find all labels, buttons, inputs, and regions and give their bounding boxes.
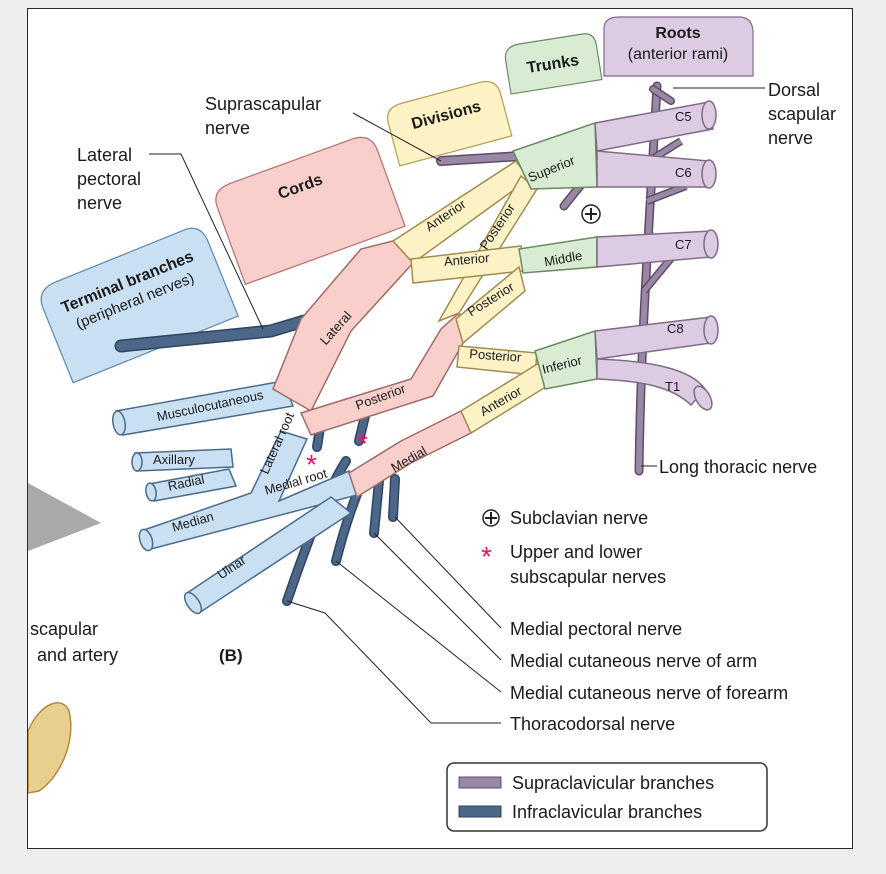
long-thoracic-label: Long thoracic nerve [659, 457, 817, 477]
subscapular-line2: subscapular nerves [510, 567, 666, 587]
root-c8 [594, 316, 712, 360]
trunk-label-middle: Middle [543, 248, 583, 269]
trunks-header: Trunks [504, 33, 603, 95]
superior-trunk [511, 121, 598, 190]
root-t1 [596, 358, 706, 407]
cords [272, 240, 472, 499]
divisions-header: Divisions [387, 80, 513, 167]
medial-pectoral-label: Medial pectoral nerve [510, 619, 682, 639]
lateral-pectoral-line2: pectoral [77, 169, 141, 189]
legend: Supraclavicular branches Infraclavicular… [446, 762, 768, 832]
fragment-line2: and artery [37, 645, 118, 665]
legend-infra-label: Infraclavicular branches [512, 802, 702, 822]
subscapular-line1: Upper and lower [510, 542, 642, 562]
lateral-pectoral-callout: Lateral pectoral nerve [77, 145, 141, 213]
lateral-pectoral-line3: nerve [77, 193, 122, 213]
brachial-plexus-diagram: Roots (anterior rami) Trunks Divisions C… [28, 16, 836, 832]
cords-header: Cords [215, 136, 406, 286]
root-labels: C5 C6 C7 C8 T1 [665, 109, 692, 394]
thoracodorsal-label: Thoracodorsal nerve [510, 714, 675, 734]
symbol-key: Subclavian nerve * Upper and lower subsc… [481, 508, 666, 587]
dorsal-scapular-callout: Dorsal scapular nerve [768, 80, 836, 148]
terminal-header: Terminal branches (peripheral nerves) [40, 227, 239, 384]
median-nerve-and-roots [139, 430, 358, 550]
root-label-c5: C5 [675, 109, 692, 124]
division-label-inferior-posterior: Posterior [469, 346, 523, 365]
terminal-branches [111, 380, 358, 615]
leader-lines [149, 87, 765, 724]
roots [594, 100, 719, 411]
root-label-c7: C7 [675, 237, 692, 252]
scapula-fragment [28, 483, 101, 551]
suprascapular-line1: Suprascapular [205, 94, 321, 114]
dorsal-scapular-line3: nerve [768, 128, 813, 148]
lateral-pectoral-line1: Lateral [77, 145, 132, 165]
subclavian-marker [581, 204, 601, 224]
legend-supra-label: Supraclavicular branches [512, 773, 714, 793]
division-label-middle-anterior: Anterior [443, 250, 490, 269]
legend-swatch-infra [458, 805, 502, 818]
roots-header-subtitle: (anterior rami) [628, 46, 728, 63]
root-label-t1: T1 [665, 379, 680, 394]
roots-header: Roots (anterior rami) [603, 16, 754, 77]
dorsal-scapular-line2: scapular [768, 104, 836, 124]
roots-header-title: Roots [655, 25, 700, 42]
bone-fragment [28, 702, 72, 794]
asterisk-icon: * [481, 541, 492, 572]
root-label-c8: C8 [667, 321, 684, 336]
asterisk-lower-subscapular: * [357, 428, 368, 459]
trunks [511, 121, 598, 390]
suprascapular-callout: Suprascapular nerve [205, 94, 321, 138]
root-label-c6: C6 [675, 165, 692, 180]
root-c5 [594, 101, 714, 152]
legend-swatch-supra [458, 776, 502, 789]
divisions [391, 159, 550, 435]
panel-label: (B) [219, 646, 243, 665]
root-c7 [596, 230, 712, 268]
medial-cutaneous-forearm-label: Medial cutaneous nerve of forearm [510, 683, 788, 703]
root-c6 [596, 150, 710, 188]
suprascapular-line2: nerve [205, 118, 250, 138]
subclavian-label: Subclavian nerve [510, 508, 648, 528]
medial-cutaneous-arm-label: Medial cutaneous nerve of arm [510, 651, 757, 671]
diagram-frame: Roots (anterior rami) Trunks Divisions C… [27, 8, 853, 849]
terminal-label-axillary: Axillary [153, 452, 195, 467]
long-thoracic-nerve [636, 83, 660, 474]
fragment-line1: scapular [30, 619, 98, 639]
dorsal-scapular-line1: Dorsal [768, 80, 820, 100]
middle-posterior-division [455, 265, 526, 345]
asterisk-upper-subscapular: * [306, 449, 317, 480]
